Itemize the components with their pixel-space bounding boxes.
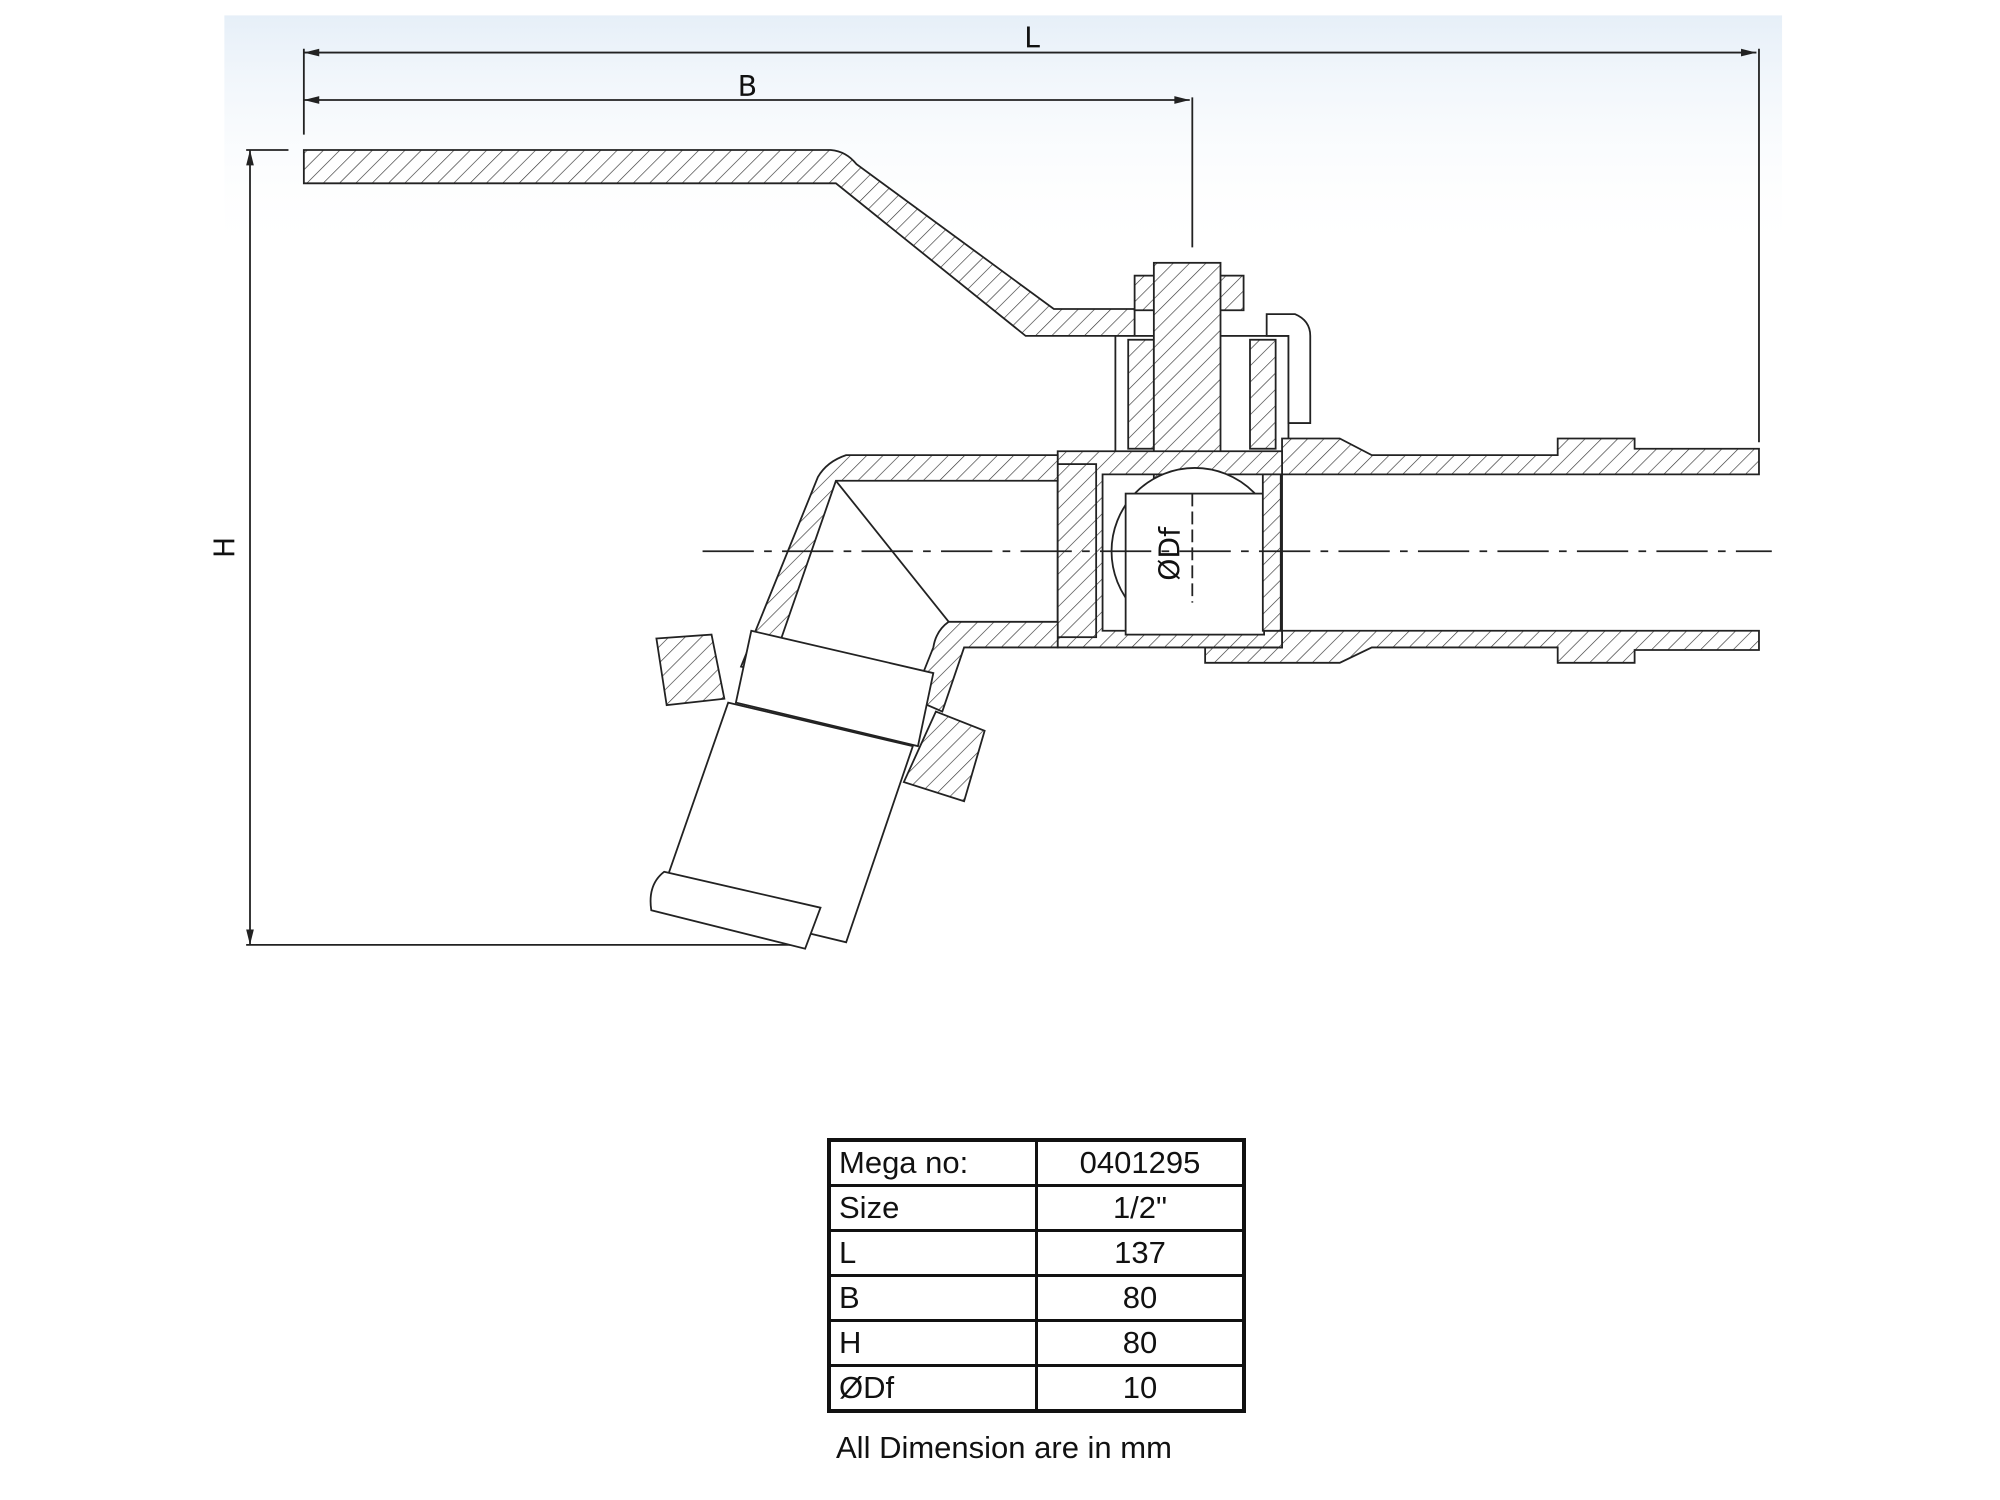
row-label: ØDf bbox=[827, 1364, 1038, 1413]
handle-lever bbox=[302, 149, 1136, 337]
row-label: B bbox=[827, 1274, 1038, 1322]
row-value: 137 bbox=[1035, 1229, 1246, 1277]
dimension-label-L: L bbox=[1024, 21, 1040, 54]
dimension-H: H bbox=[209, 149, 802, 946]
spout bbox=[649, 454, 1059, 950]
dimension-B: B bbox=[303, 70, 1194, 248]
stem-assembly bbox=[1114, 261, 1312, 489]
row-label: Mega no: bbox=[827, 1138, 1038, 1187]
row-value: 10 bbox=[1035, 1364, 1246, 1413]
row-value: 80 bbox=[1035, 1274, 1246, 1322]
dimension-label-B: B bbox=[738, 70, 757, 103]
background-tint bbox=[224, 15, 1783, 259]
row-value: 80 bbox=[1035, 1319, 1246, 1367]
row-label: Size bbox=[827, 1184, 1038, 1232]
dimension-L: L bbox=[302, 21, 1760, 443]
row-label: H bbox=[827, 1319, 1038, 1367]
dimension-label-Df: ØDf bbox=[1153, 526, 1186, 581]
row-value: 0401295 bbox=[1035, 1138, 1246, 1187]
row-value: 1/2" bbox=[1035, 1184, 1246, 1232]
dimension-footnote: All Dimension are in mm bbox=[836, 1430, 1172, 1465]
table-row: Mega no:0401295 bbox=[827, 1138, 1246, 1187]
dimension-label-H: H bbox=[209, 537, 242, 558]
ball-chamber: ØDf bbox=[1056, 450, 1283, 649]
row-label: L bbox=[827, 1229, 1038, 1277]
